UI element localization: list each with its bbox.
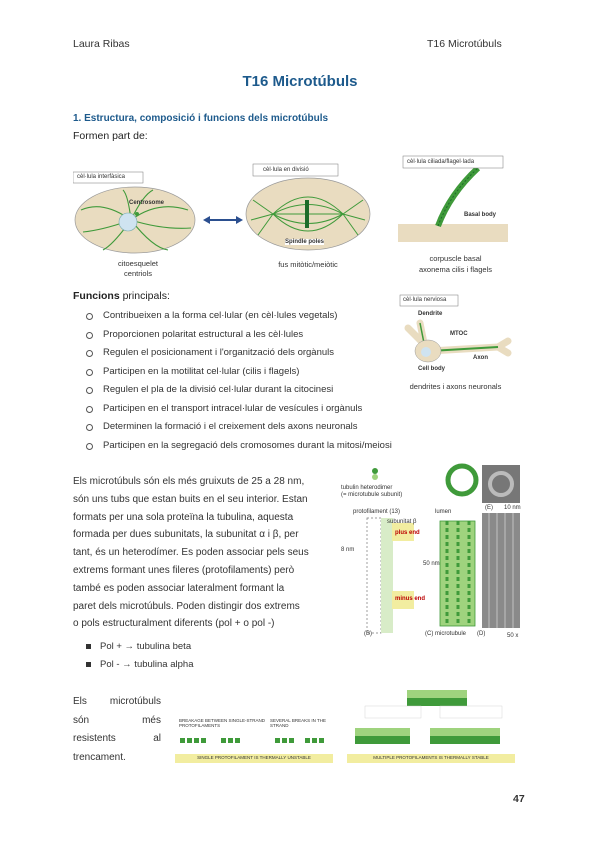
50nm-label: 50 nm bbox=[423, 561, 440, 567]
centrosome-label: Centrosome bbox=[129, 200, 165, 206]
nerve-box-label: cèl·lula nerviosa bbox=[403, 297, 447, 303]
interphase-cell-figure: cèl·lula interfàsica Centrosome citoesqu… bbox=[72, 170, 203, 278]
panel-d-label: (D) bbox=[477, 631, 486, 637]
word: són bbox=[73, 714, 90, 726]
header-topic: T16 Microtúbuls bbox=[427, 38, 502, 50]
list-item: Participen en la segregació dels cromoso… bbox=[86, 439, 392, 458]
axon-label: Axon bbox=[473, 355, 488, 361]
protofilament-label: protofilament (13) bbox=[353, 509, 401, 515]
bullet-plus-pole: Pol + → tubulina beta bbox=[86, 641, 191, 652]
list-item: Contribueixen a la forma cel·lular (en c… bbox=[86, 309, 392, 328]
word: al bbox=[153, 733, 161, 745]
dividing-caption: fus mitòtic/meiòtic bbox=[278, 260, 338, 269]
list-item: Proporcionen polaritat estructural a les… bbox=[86, 328, 392, 347]
paragraph-line: o pols estructuralment diferents (pol + … bbox=[73, 618, 275, 630]
cell-body-label: Cell body bbox=[418, 366, 446, 372]
breakage-right-label: SEVERAL BREAKS IN THE STRAND bbox=[270, 718, 327, 728]
breakage-figure: BREAKAGE BETWEEN SINGLE-STRAND PROTOFILA… bbox=[175, 688, 520, 766]
page-title: T16 Microtúbuls bbox=[242, 73, 358, 90]
word: més bbox=[142, 714, 161, 726]
section-heading: 1. Estructura, composició i funcions del… bbox=[73, 113, 329, 124]
interphase-box-label: cèl·lula interfàsica bbox=[77, 174, 126, 180]
ciliated-cell-figure: cèl·lula ciliada/flagel·lada Basal body … bbox=[398, 154, 513, 279]
strip-right-label: MULTIPLE PROTOFILAMENTS IS THERMALLY STA… bbox=[373, 755, 489, 760]
ciliated-caption-2: axonema cilis i flagels bbox=[419, 265, 492, 274]
page-number: 47 bbox=[513, 793, 525, 805]
plus-end-label: plus end bbox=[395, 530, 420, 536]
section-intro: Formen part de: bbox=[73, 130, 148, 142]
header-author: Laura Ribas bbox=[73, 38, 130, 50]
interphase-caption-2: centriols bbox=[124, 269, 152, 278]
double-arrow-icon bbox=[203, 216, 243, 224]
panel-c-label: (C) microtubule bbox=[425, 631, 467, 637]
dimer-label-2: (= microtubule subunit) bbox=[341, 492, 403, 498]
list-item: Regulen el posicionament i l'organitzaci… bbox=[86, 346, 392, 365]
microtubule-structure-figure: tubulin heterodimer (= microtubule subun… bbox=[337, 463, 525, 643]
word: microtúbuls bbox=[109, 696, 161, 707]
paragraph-line: també es poden associar lateralment form… bbox=[73, 582, 285, 594]
breakage-left-label: BREAKAGE BETWEEN SINGLE-STRAND PROTOFILA… bbox=[179, 718, 266, 728]
microtubule-paragraph: Els microtúbuls són els més gruixuts de … bbox=[73, 473, 325, 633]
panel-b-label: (B) bbox=[364, 631, 372, 637]
basal-body-label: Basal body bbox=[464, 212, 497, 218]
functions-list: Contribueixen a la forma cel·lular (en c… bbox=[86, 309, 392, 457]
spindle-poles-label: Spindle poles bbox=[285, 239, 325, 245]
functions-title-rest: principals: bbox=[119, 290, 170, 302]
paragraph-line: extrems formant unes fileres (protofilam… bbox=[73, 564, 295, 576]
lumen-label: lumen bbox=[435, 509, 452, 515]
list-item: Determinen la formació i el creixement d… bbox=[86, 420, 392, 439]
bullet-minus-pole: Pol - → tubulina alpha bbox=[86, 659, 193, 670]
paragraph-line: formats per una sola proteïna la tubulin… bbox=[73, 511, 294, 523]
resistance-paragraph: Els microtúbuls són més resistents al trenc… bbox=[73, 693, 161, 767]
list-item: Participen en el transport intracel·lula… bbox=[86, 402, 392, 421]
interphase-caption-1: citoesquelet bbox=[117, 259, 159, 268]
dendrite-label: Dendrite bbox=[418, 311, 443, 317]
nerve-cell-figure: cèl·lula nerviosa Dendrite MTOC Axon Cel… bbox=[398, 293, 513, 393]
10nm-label: 10 nm bbox=[504, 505, 521, 511]
paragraph-line: Els microtúbuls són els més gruixuts de … bbox=[73, 476, 305, 487]
panel-e-label: (E) bbox=[485, 505, 493, 511]
8nm-label: 8 nm bbox=[341, 547, 355, 553]
paragraph-line: tant, és un heterodímer. Es poden associ… bbox=[73, 547, 309, 559]
word: resistents bbox=[73, 733, 116, 745]
ciliated-box-label: cèl·lula ciliada/flagel·lada bbox=[407, 159, 475, 165]
word: trencament. bbox=[73, 751, 126, 763]
list-item: Regulen el pla de la divisió cel·lular d… bbox=[86, 383, 392, 402]
nerve-caption: dendrites i axons neuronals bbox=[409, 382, 502, 391]
subunit-label: subunitat β bbox=[387, 519, 417, 525]
list-item: Participen en la motilitat cel·lular (ci… bbox=[86, 365, 392, 384]
ciliated-caption-1: corpuscle basal bbox=[429, 254, 482, 263]
paragraph-line: formada per dues subunitats, la subunita… bbox=[73, 529, 299, 541]
dimer-label: tubulin heterodimer bbox=[341, 485, 393, 491]
paragraph-line: són uns tubs que estan buits en el seu i… bbox=[73, 493, 308, 505]
functions-title-bold: Funcions bbox=[73, 290, 120, 302]
strip-left-label: SINGLE PROTOFILAMENT IS THERMALLY UNSTAB… bbox=[197, 755, 311, 760]
dividing-box-label: cèl·lula en divisió bbox=[263, 167, 309, 173]
scale-label: 50 x bbox=[507, 633, 519, 639]
functions-title: Funcions principals: bbox=[73, 290, 170, 302]
minus-end-label: minus end bbox=[395, 596, 426, 602]
word: Els bbox=[73, 696, 87, 707]
mtoc-label: MTOC bbox=[450, 331, 468, 337]
dividing-cell-figure: cèl·lula en divisió Spindle poles fus mi… bbox=[243, 160, 373, 270]
paragraph-line: paret dels microtúbuls. Poden distingir … bbox=[73, 600, 300, 612]
